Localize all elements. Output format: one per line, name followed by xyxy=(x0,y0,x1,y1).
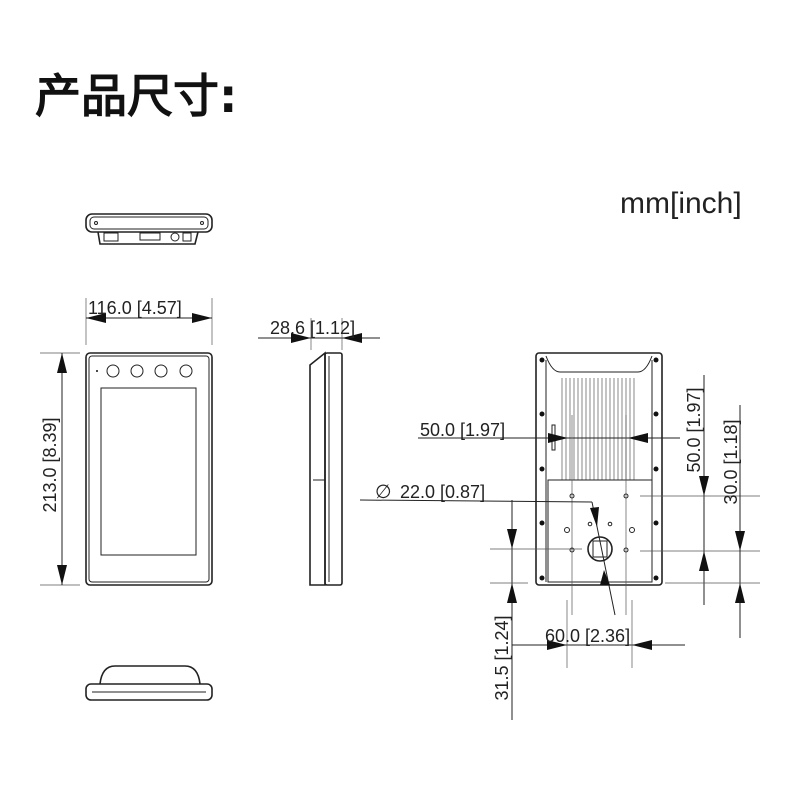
hole-diameter-dimension: ∅ 22.0 [0.87] xyxy=(359,482,616,616)
bottom-hole-spacing-dimension: 60.0 [2.36] xyxy=(512,600,685,668)
hole-spacing-label: 50.0 [1.97] xyxy=(420,420,505,440)
bottom-offset-dimension: 31.5 [1.24] xyxy=(490,500,582,720)
depth-dimension: 28.6 [1.12] xyxy=(258,318,380,350)
hole-spacing-horizontal-dimension: 50.0 [1.97] xyxy=(418,415,680,615)
depth-label: 28.6 [1.12] xyxy=(270,318,355,338)
vertical-spacing-label: 50.0 [1.97] xyxy=(684,387,704,472)
vertical-offset-dimension: 30.0 [1.18] xyxy=(665,405,760,638)
front-view xyxy=(85,352,213,586)
diameter-symbol: ∅ xyxy=(375,482,392,503)
bottom-offset-label: 31.5 [1.24] xyxy=(492,615,512,700)
width-label: 116.0 [4.57] xyxy=(88,298,182,318)
height-label: 213.0 [8.39] xyxy=(40,417,60,512)
hole-diameter-label: 22.0 [0.87] xyxy=(400,482,485,502)
bottom-spacing-label: 60.0 [2.36] xyxy=(545,626,630,646)
page-title: 产品尺寸: xyxy=(35,69,237,123)
bottom-view xyxy=(85,665,213,701)
vertical-offset-label: 30.0 [1.18] xyxy=(721,419,741,504)
units-label: mm[inch] xyxy=(620,187,742,220)
top-view xyxy=(85,213,213,245)
heat-sink-fins xyxy=(561,378,635,480)
cable-hole xyxy=(587,536,613,562)
screen xyxy=(100,387,197,556)
back-view xyxy=(535,352,663,586)
width-dimension: 116.0 [4.57] xyxy=(85,298,213,345)
height-dimension: 213.0 [8.39] xyxy=(40,352,80,586)
vertical-spacing-dimension: 50.0 [1.97] xyxy=(640,375,760,605)
side-view xyxy=(309,351,343,586)
